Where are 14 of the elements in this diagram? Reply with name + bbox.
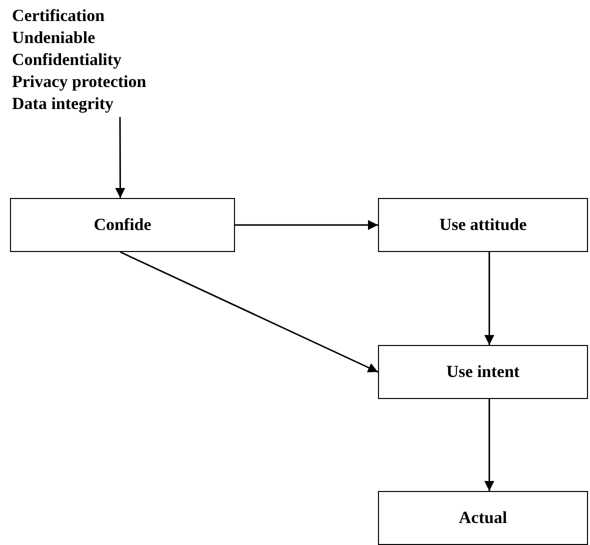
arrow: [484, 399, 494, 491]
factor-label: Data integrity: [12, 93, 114, 115]
arrow: [115, 117, 126, 198]
factor-label: Certification: [12, 5, 105, 27]
factor-label: Privacy protection: [12, 71, 146, 93]
arrow: [235, 220, 378, 230]
arrow: [120, 251, 378, 373]
process-box: Use intent: [378, 345, 588, 399]
arrow: [484, 252, 494, 345]
factor-label: Undeniable: [12, 27, 96, 49]
process-box: Actual: [378, 491, 588, 545]
process-box: Confide: [10, 198, 235, 252]
factor-label: Confidentiality: [12, 49, 122, 71]
process-box: Use attitude: [378, 198, 588, 252]
